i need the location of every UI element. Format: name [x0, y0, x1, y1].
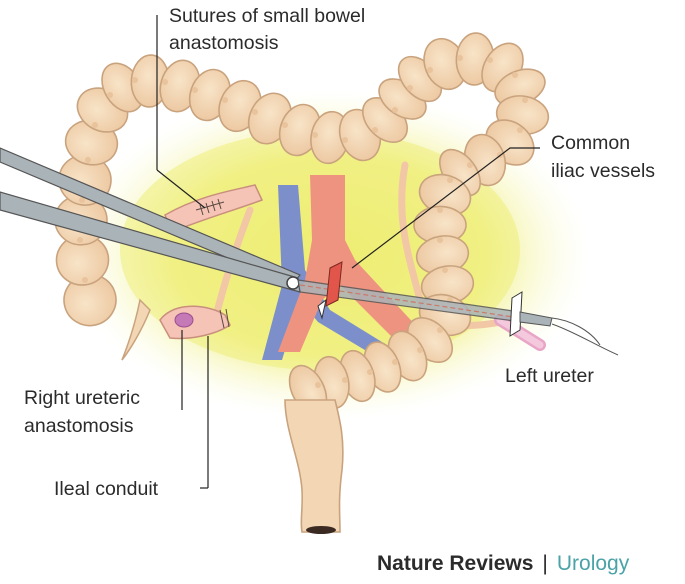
iliac-vein: [262, 185, 395, 362]
colon-crease: [92, 122, 98, 128]
colon-crease: [107, 92, 113, 98]
colon-crease: [315, 382, 321, 388]
right-ureteric-anastomosis-site: [174, 312, 194, 328]
colon-crease: [162, 79, 168, 85]
label-common-line1: Common: [551, 132, 630, 154]
colon-crease: [132, 77, 138, 83]
colon-crease: [417, 347, 423, 353]
colon-crease: [392, 359, 398, 365]
colon-crease: [437, 207, 443, 213]
colon-crease: [342, 377, 348, 383]
colon-crease: [282, 122, 288, 128]
colon-crease: [312, 132, 318, 138]
credit-line: Nature Reviews | Urology: [377, 552, 630, 575]
label-sutures-line2: anastomosis: [169, 32, 279, 54]
common-iliac-vessels: [262, 175, 420, 362]
colon-crease: [512, 72, 518, 78]
label-right-line2: anastomosis: [24, 415, 134, 437]
leader-lines: [156, 15, 540, 489]
colon-crease: [457, 55, 463, 61]
colon-crease: [222, 97, 228, 103]
credit-subject: Urology: [557, 552, 630, 575]
colon-crease: [437, 237, 443, 243]
colon-crease: [407, 85, 413, 91]
colon-crease: [252, 109, 258, 115]
colon-crease: [392, 107, 398, 113]
colon-crease: [517, 127, 523, 133]
rectum-lumen: [306, 526, 336, 534]
colon-crease: [79, 197, 85, 203]
credit-journal: Nature Reviews: [377, 552, 533, 575]
colon-crease: [437, 327, 443, 333]
label-ileal-conduit: Ileal conduit: [54, 478, 159, 500]
colon-crease: [367, 369, 373, 375]
colon-crease: [77, 237, 83, 243]
label-right-line1: Right ureteric: [24, 387, 140, 409]
colon-crease: [447, 177, 453, 183]
label-common-line2: iliac vessels: [551, 160, 655, 182]
label-sutures-line1: Sutures of small bowel: [169, 5, 365, 27]
colon-crease: [82, 277, 88, 283]
colon: [54, 32, 550, 416]
ileal-conduit: [159, 184, 264, 340]
iliac-artery: [278, 175, 420, 352]
forceps: [0, 147, 619, 356]
colon-crease: [522, 97, 528, 103]
rectum: [284, 399, 344, 533]
colon-crease: [427, 67, 433, 73]
credit-separator: |: [542, 552, 547, 575]
colon-crease: [192, 87, 198, 93]
colon-crease: [85, 157, 91, 163]
colon-crease: [487, 57, 493, 63]
label-left-ureter: Left ureter: [505, 365, 594, 387]
colon-crease: [342, 137, 348, 143]
appendix: [121, 298, 151, 361]
colon-crease: [372, 127, 378, 133]
colon-crease: [442, 267, 448, 273]
colon-crease: [467, 162, 473, 168]
